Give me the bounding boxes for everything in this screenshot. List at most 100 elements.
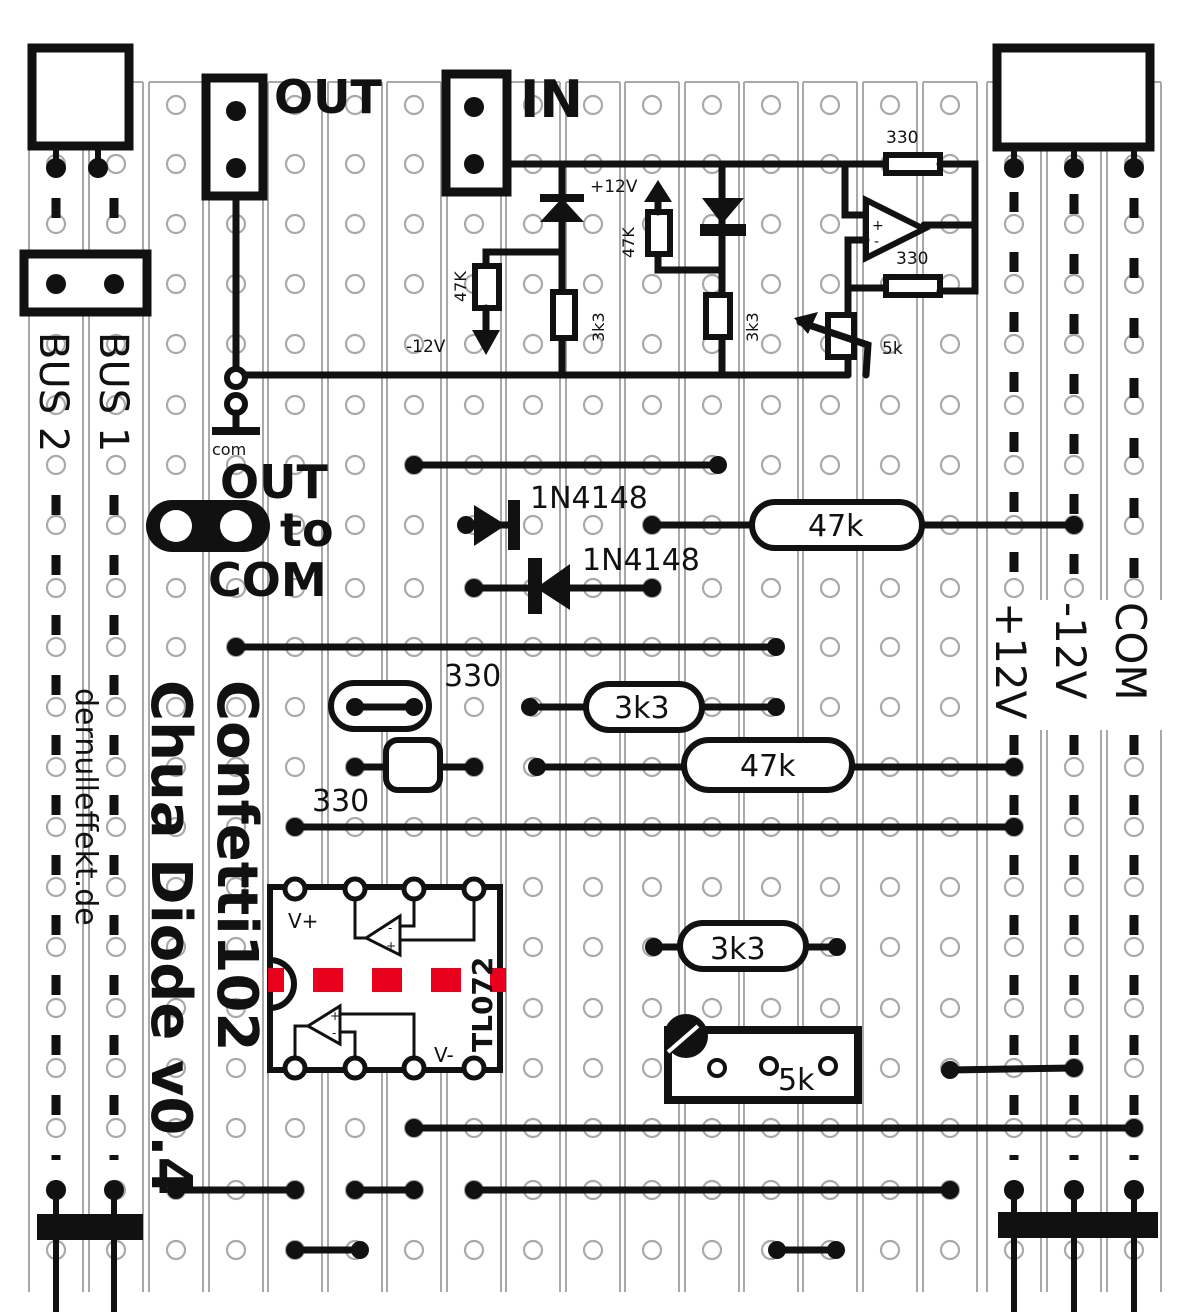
resistor-3k3-2[interactable]: [650, 920, 841, 972]
board-hole: [879, 1239, 901, 1261]
board-hole: [879, 333, 901, 355]
power-label-bg: [995, 600, 1165, 730]
resistor-330-1[interactable]: [328, 680, 432, 732]
component-pad: [521, 698, 539, 716]
bus-jumper[interactable]: [19, 249, 152, 317]
board-hole: [522, 876, 544, 898]
board-hole: [463, 696, 485, 718]
board-hole: [45, 1117, 67, 1139]
board-hole: [939, 696, 961, 718]
board-hole: [1063, 213, 1085, 235]
board-hole: [582, 94, 604, 116]
board-hole: [939, 997, 961, 1019]
board-hole: [403, 153, 425, 175]
board-hole: [879, 1057, 901, 1079]
board-hole: [879, 696, 901, 718]
board-hole: [165, 876, 187, 898]
board-hole: [760, 213, 782, 235]
trimmer-pot-5k[interactable]: [664, 1014, 862, 1104]
resistor-47k-2[interactable]: [533, 737, 1018, 793]
board-hole: [403, 577, 425, 599]
resistor-330-2[interactable]: [351, 737, 478, 793]
board-hole: [225, 696, 247, 718]
board-hole: [939, 1239, 961, 1261]
power-dashed-lines: [1009, 192, 1139, 1160]
board-subtitle: Chua Diode v0.4: [138, 680, 203, 1196]
board-hole: [45, 876, 67, 898]
out-connector[interactable]: [201, 73, 268, 201]
board-hole: [403, 94, 425, 116]
board-hole: [819, 696, 841, 718]
board-hole: [225, 1057, 247, 1079]
board-hole: [45, 636, 67, 658]
board-hole: [284, 577, 306, 599]
board-hole: [225, 454, 247, 476]
resistor-47k-2-label: 47k: [740, 749, 796, 784]
sch-330-bottom: 330: [896, 249, 928, 269]
diode2-label: 1N4148: [582, 543, 700, 578]
component-pad: [528, 758, 546, 776]
board-hole: [403, 213, 425, 235]
board-hole: [582, 394, 604, 416]
board-hole: [45, 816, 67, 838]
board-hole: [1003, 936, 1025, 958]
resistor-47k-1[interactable]: [648, 499, 1078, 551]
ic-op1-minus: -: [388, 921, 392, 935]
wire-link: [946, 1064, 1078, 1074]
out-to-com-jumper[interactable]: [146, 500, 270, 552]
board-hole: [819, 394, 841, 416]
component-pad: [645, 938, 663, 956]
diode-2[interactable]: [470, 558, 656, 614]
resistor-330-2-label: 330: [312, 784, 369, 819]
in-connector[interactable]: [441, 69, 512, 197]
component-pad: [457, 516, 475, 534]
sch-330-top: 330: [886, 128, 918, 148]
board-hole: [760, 333, 782, 355]
ic-tl072[interactable]: - + + - V+ V- TL072: [267, 876, 506, 1081]
solder-pad: [286, 1181, 304, 1199]
board-hole: [403, 333, 425, 355]
resistor-3k3-1[interactable]: [526, 681, 780, 733]
board-hole: [105, 1117, 127, 1139]
board-hole: [105, 1057, 127, 1079]
board-hole: [1123, 1057, 1145, 1079]
component-pad: [465, 758, 483, 776]
solder-pad: [709, 456, 727, 474]
board-hole: [165, 94, 187, 116]
sch-47k-a: 47K: [451, 271, 470, 302]
board-hole: [701, 997, 723, 1019]
component-pad: [643, 579, 661, 597]
board-hole: [344, 213, 366, 235]
solder-pad: [227, 638, 245, 656]
board-hole: [284, 94, 306, 116]
board-hole: [1063, 454, 1085, 476]
board-hole: [1003, 876, 1025, 898]
out-label: OUT: [274, 70, 382, 124]
board-hole: [522, 514, 544, 536]
bus1-label: BUS 1: [90, 332, 136, 452]
board-hole: [939, 94, 961, 116]
power-bottom-header: [998, 1180, 1158, 1312]
board-hole: [522, 936, 544, 958]
board-hole: [641, 1239, 663, 1261]
sch-5k: 5k: [882, 339, 903, 359]
board-hole: [1003, 997, 1025, 1019]
board-hole: [165, 1117, 187, 1139]
board-hole: [582, 273, 604, 295]
board-hole: [225, 816, 247, 838]
board-hole: [1123, 997, 1145, 1019]
board-hole: [105, 696, 127, 718]
board-hole: [1063, 876, 1085, 898]
solder-pad: [405, 456, 423, 474]
board-hole: [45, 577, 67, 599]
board-hole: [344, 1117, 366, 1139]
board-hole: [1123, 876, 1145, 898]
board-hole: [165, 756, 187, 778]
resistor-3k3-1-label: 3k3: [614, 691, 670, 726]
board-hole: [45, 696, 67, 718]
solder-pad: [167, 1181, 185, 1199]
board-hole: [819, 273, 841, 295]
resistor-3k3-2-label: 3k3: [710, 932, 766, 967]
board-hole: [165, 636, 187, 658]
